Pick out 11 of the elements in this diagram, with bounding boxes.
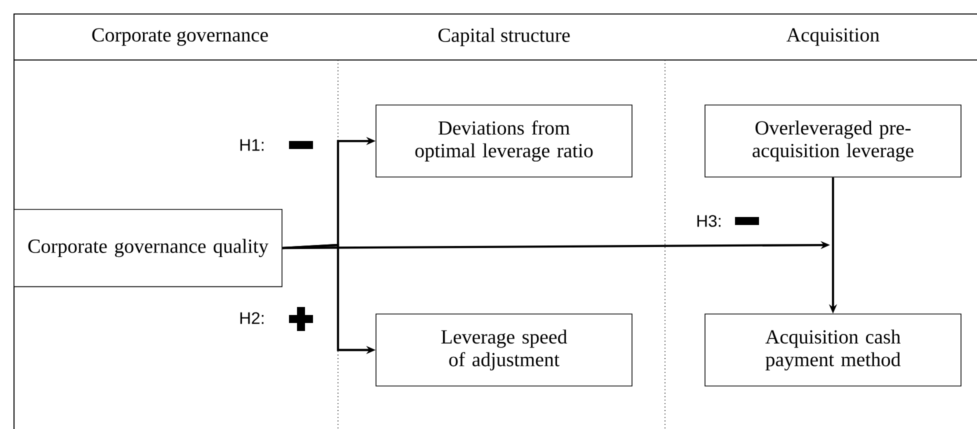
concept-box: Corporate governance quality [14,208,282,288]
hypothesis-label: H1: [240,139,264,151]
concept-box: Deviations from optimal leverage ratio [376,104,632,178]
hypothesis-label: H2: [240,312,264,324]
column-header: Capital structure [438,28,570,46]
concept-box: Acquisition cash payment method [704,314,962,386]
column-header: Acquisition [786,28,880,46]
hypothesis-label: H3: [697,215,720,227]
column-header: Corporate governance [92,28,268,46]
concept-box: Overleveraged pre-acquisition leverage [704,104,962,178]
concept-box: Leverage speed of adjustment [376,314,632,386]
